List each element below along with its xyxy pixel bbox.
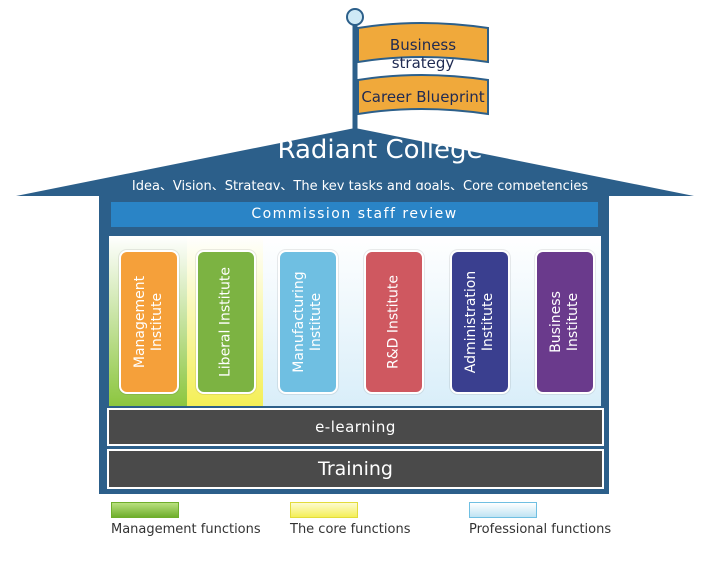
institute-business-label: Business Institute <box>548 291 581 353</box>
elearning-bar: e-learning <box>107 408 604 446</box>
commission-review-bar: Commission staff review <box>111 202 598 227</box>
college-title: Radiant College <box>277 135 483 165</box>
institute-liberal-label: Liberal Institute <box>217 266 234 378</box>
legend-swatch-professional <box>469 502 537 518</box>
flagpole-ball <box>346 8 364 26</box>
institute-management-label: Management Institute <box>132 275 165 369</box>
legend-swatch-management <box>111 502 179 518</box>
institute-administration-label: Administration Institute <box>463 270 496 374</box>
institute-rd-label: R&D Institute <box>385 274 402 370</box>
legend-label-professional: Professional functions <box>469 522 612 537</box>
training-bar: Training <box>107 449 604 489</box>
institute-management: Management Institute <box>119 250 179 394</box>
institute-manufacturing: Manufacturing Institute <box>278 250 338 394</box>
legend-label-management: Management functions <box>111 522 261 537</box>
institute-administration: Administration Institute <box>450 250 510 394</box>
flag-top-shape <box>357 22 489 64</box>
legend-swatch-core <box>290 502 358 518</box>
roof-shape <box>16 128 694 196</box>
institute-business: Business Institute <box>535 250 595 394</box>
institute-manufacturing-label: Manufacturing Institute <box>291 271 324 373</box>
institute-liberal: Liberal Institute <box>196 250 256 394</box>
legend-label-core: The core functions <box>290 522 411 537</box>
institute-rd: R&D Institute <box>364 250 424 394</box>
flag-bottom-label: Career Blueprint <box>361 88 485 106</box>
flag-top-label: Business strategy <box>389 36 457 72</box>
flag-bottom-shape <box>357 74 489 116</box>
